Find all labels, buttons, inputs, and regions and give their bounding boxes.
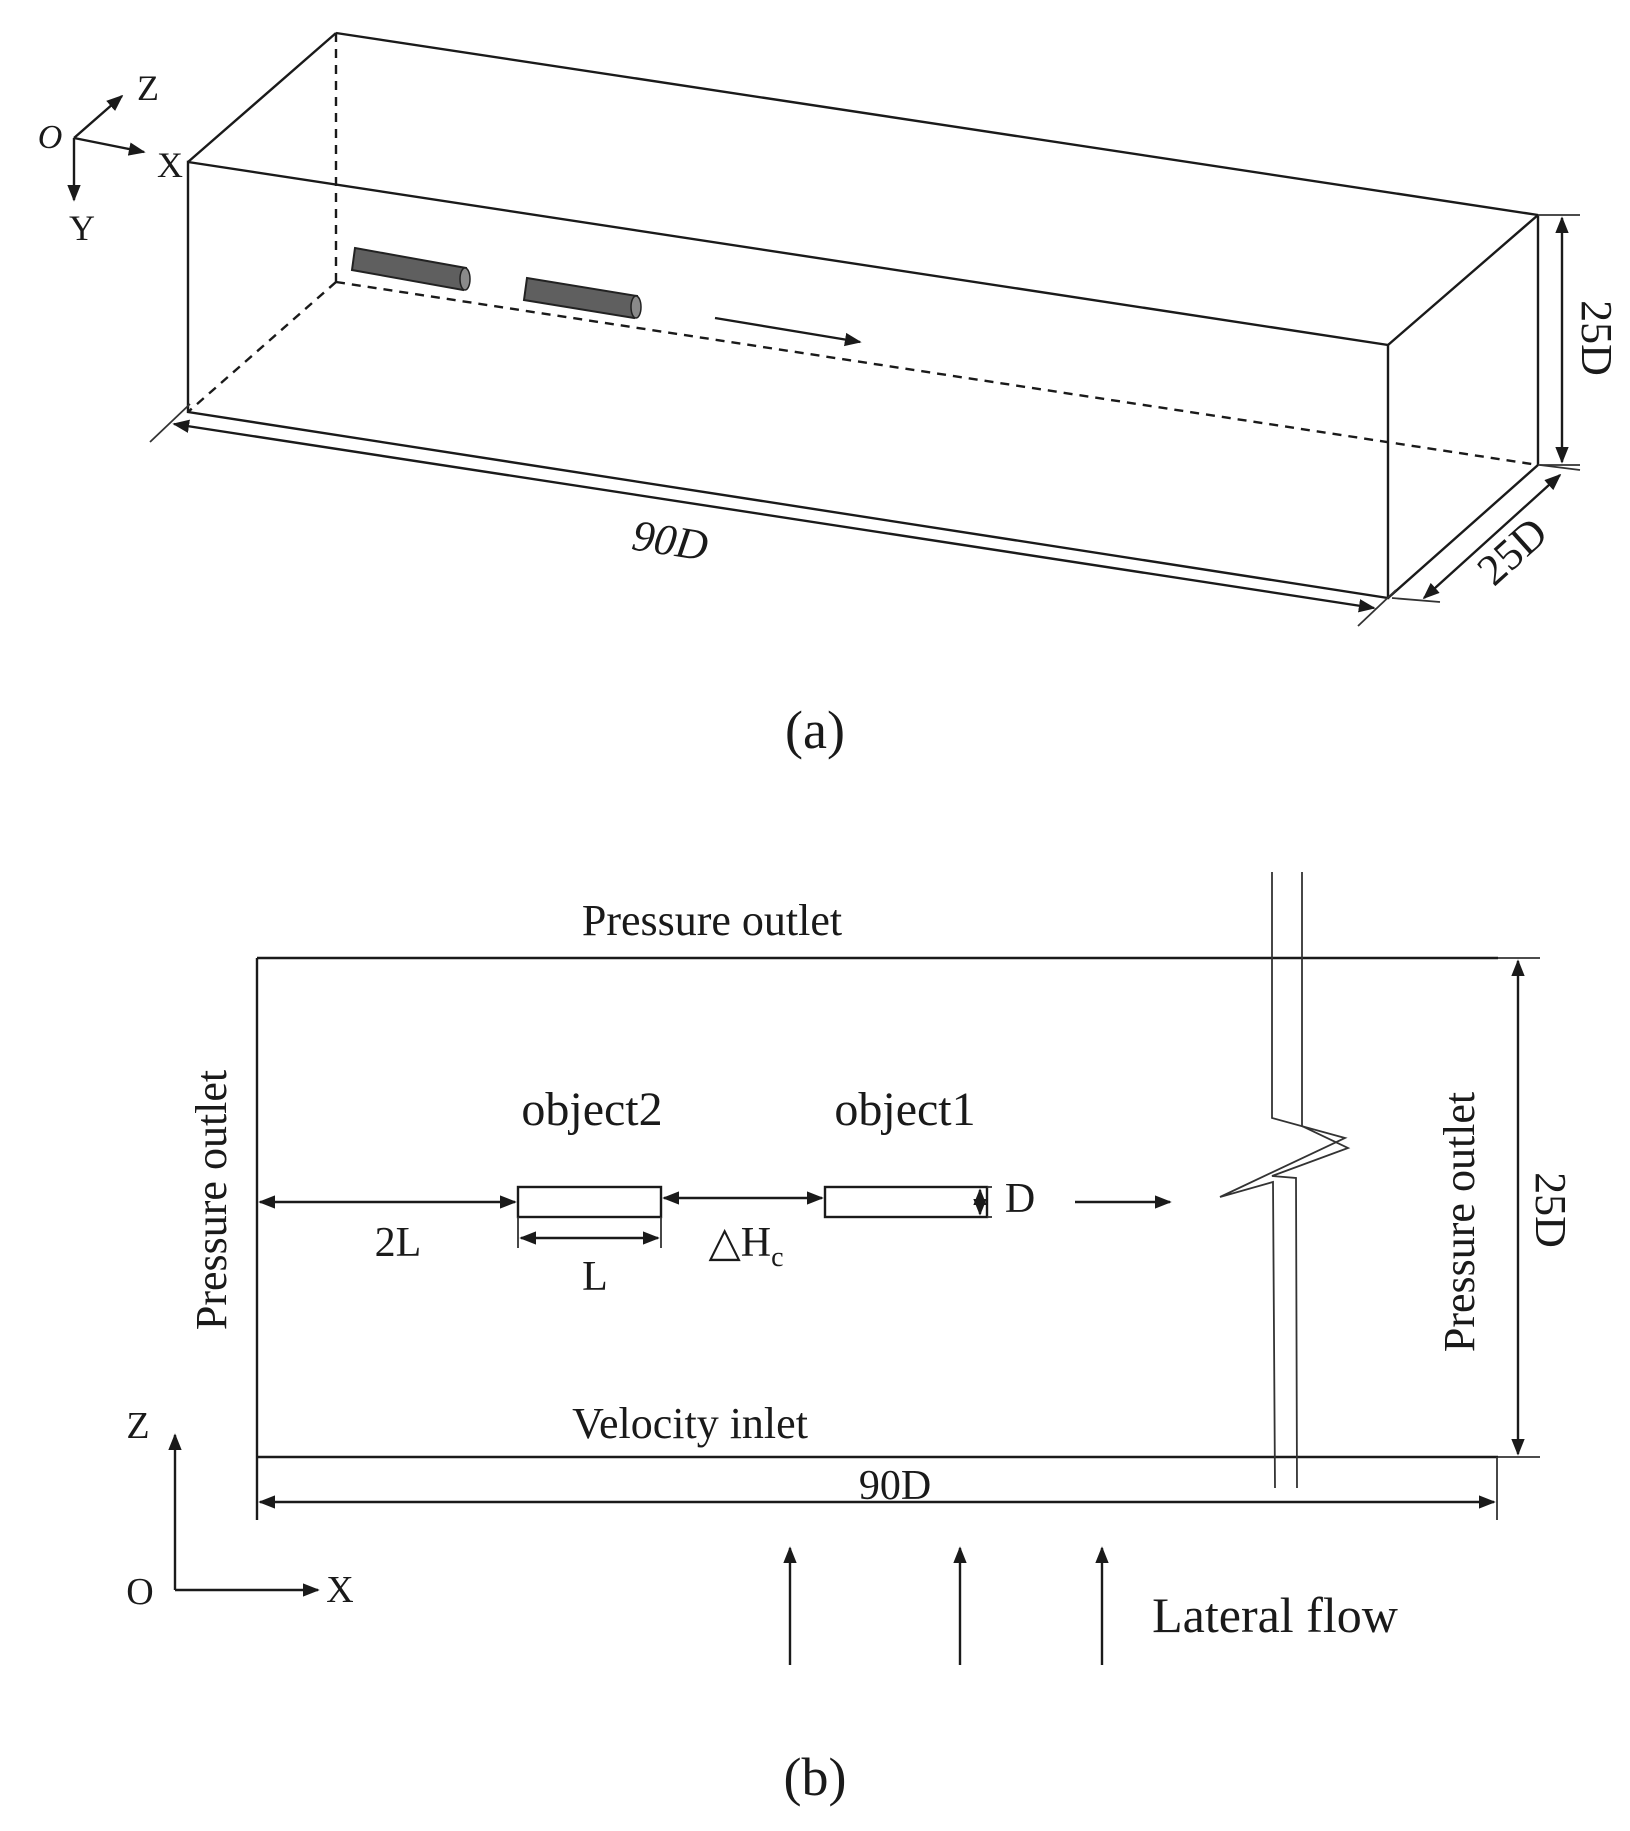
- depth-label-25d: 25D: [1468, 508, 1557, 595]
- dimension-25d-b: 25D: [1498, 957, 1575, 1458]
- left-boundary-label: Pressure outlet: [187, 1070, 236, 1330]
- cylinder-object1: [522, 276, 642, 320]
- flow-direction-arrow: [714, 316, 862, 347]
- axis-x-arrow: [73, 136, 146, 156]
- lateral-flow-arrows: Lateral flow: [783, 1546, 1398, 1665]
- dimension-2l: 2L: [258, 1195, 517, 1266]
- object2-label: object2: [521, 1083, 662, 1136]
- object2-rect: [516, 1185, 663, 1219]
- object1-rect: [823, 1185, 989, 1219]
- axis-x-label-b: X: [326, 1569, 353, 1611]
- cylinder-object2: [350, 246, 471, 292]
- axis-origin-label-b: O: [126, 1571, 153, 1613]
- dimension-90d-a: 90D: [149, 403, 1397, 627]
- axis-z-label: Z: [137, 68, 159, 108]
- panel-a-axis-triad: O X Y Z: [38, 68, 183, 248]
- panel-b-axis-triad: Z X O: [126, 1405, 353, 1613]
- top-boundary-label: Pressure outlet: [582, 896, 842, 945]
- height-label-25d: 25D: [1572, 300, 1621, 376]
- panel-b: Pressure outlet Pressure outlet Pressure…: [126, 872, 1575, 1807]
- box-top-left-edge: [187, 32, 337, 163]
- axis-origin-label: O: [38, 119, 63, 156]
- dim-l-label: L: [582, 1254, 608, 1300]
- panel-b-caption: (b): [784, 1747, 847, 1807]
- height-label-25d-b: 25D: [1526, 1172, 1575, 1248]
- dimension-25d-depth: 25D: [1391, 464, 1581, 603]
- hidden-bottom-back-edge: [335, 280, 1539, 467]
- axis-z-label-b: Z: [126, 1405, 149, 1447]
- axis-x-label: X: [157, 145, 183, 185]
- dim-gap-label: △Hc: [708, 1220, 783, 1273]
- dimension-90d-b: 90D: [258, 1463, 1496, 1509]
- axis-y-label: Y: [69, 208, 95, 248]
- box-front-face: [186, 160, 1390, 600]
- dimension-25d-height: 25D: [1538, 214, 1621, 466]
- object1-label: object1: [834, 1083, 975, 1136]
- length-label-90d-b: 90D: [859, 1463, 931, 1509]
- dimension-l: L: [517, 1217, 662, 1300]
- box-top-right-edge: [1387, 214, 1539, 346]
- domain-break-symbol: [1219, 872, 1351, 1489]
- bottom-boundary-label: Velocity inlet: [572, 1399, 808, 1448]
- lateral-flow-label: Lateral flow: [1152, 1587, 1398, 1643]
- right-boundary-label: Pressure outlet: [1435, 1092, 1484, 1352]
- axis-z-arrow: [73, 94, 124, 139]
- dimension-delta-hc: △Hc: [662, 1191, 824, 1273]
- hidden-bottom-left-edge: [187, 281, 337, 413]
- dim-d-label: D: [1005, 1176, 1035, 1222]
- dim-2l-label: 2L: [375, 1220, 422, 1266]
- length-label-90d: 90D: [629, 511, 712, 571]
- box-top-back-edge: [335, 31, 1539, 217]
- panel-a-caption: (a): [785, 700, 845, 760]
- dimension-d: D: [973, 1176, 1035, 1222]
- panel-a: O X Y Z: [38, 31, 1621, 760]
- domain-box: [186, 31, 1540, 600]
